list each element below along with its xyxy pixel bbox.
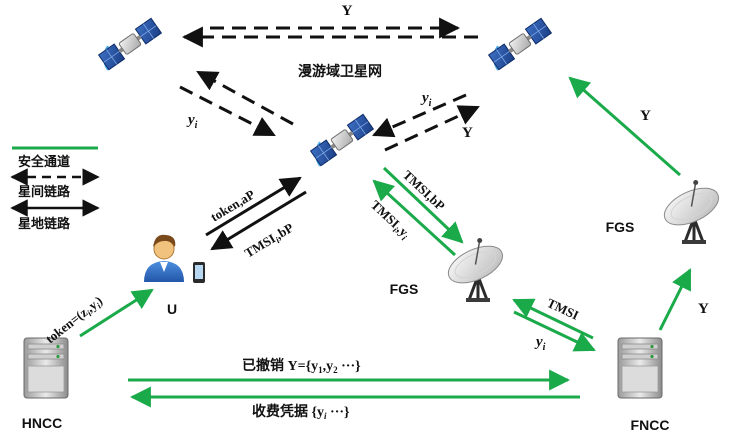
legend-secure-label: 安全通道 xyxy=(18,154,70,170)
label-y: y xyxy=(534,334,543,350)
label-tmsi-sub: i xyxy=(274,235,282,245)
satellite-center-icon xyxy=(309,113,375,167)
link-label-token: token=(zi,yi) xyxy=(43,293,107,348)
link-label-sat-left-down: yi xyxy=(186,112,198,131)
secure-channels xyxy=(79,76,692,408)
legend-satellite-ground-label: 星地链路 xyxy=(18,216,71,232)
link-label-sat-right-down-y: yi xyxy=(420,90,432,109)
node-label-fncc: FNCC xyxy=(631,417,670,433)
label-y-sub: i xyxy=(195,120,198,131)
label-revoked-cjk: 已撤销 xyxy=(242,357,284,374)
user-icon xyxy=(144,234,184,282)
link-label-sat-fgs-b: TMSIi,yi xyxy=(367,197,414,243)
label-y-sub: i xyxy=(429,98,432,109)
node-label-hncc: HNCC xyxy=(22,415,62,431)
inter-satellite-links xyxy=(179,17,480,152)
label-billing-pre: {y xyxy=(308,405,324,420)
node-label-fgs-center: FGS xyxy=(390,281,419,297)
network-title: 漫游域卫星网 xyxy=(298,63,382,80)
label-billing-post: ···} xyxy=(327,405,351,420)
label-billing-cjk: 收费凭据 xyxy=(252,403,308,420)
server-hncc-icon xyxy=(23,337,69,399)
label-y: y xyxy=(186,112,195,128)
label-token-sub2: i xyxy=(95,301,104,311)
label-revoked-mid: ,y xyxy=(323,359,334,374)
legend: 安全通道 星间链路 星地链路 xyxy=(10,146,100,232)
dish-right-icon xyxy=(654,172,726,246)
link-label-billing: 收费凭据 {yi ···} xyxy=(252,403,350,421)
label-y-sub: i xyxy=(543,342,546,353)
link-label-sat-right-down-Y: Y xyxy=(462,125,473,141)
link-label-fgs-right-to-fncc: Y xyxy=(698,301,709,317)
node-label-user: U xyxy=(167,301,177,317)
link-label-fgs-fncc-y: yi xyxy=(534,334,546,353)
label-y: y xyxy=(420,90,429,106)
label-token-sub: i xyxy=(85,308,94,318)
satellite-left-icon xyxy=(97,17,163,71)
link-label-revoked: 已撤销 Y={y1,y2 ···} xyxy=(242,357,361,375)
link-label-sat-left-right: Y xyxy=(342,3,353,19)
label-billing-sub: i xyxy=(324,411,327,421)
label-revoked-sub2: 2 xyxy=(333,365,338,375)
server-fncc-icon xyxy=(617,337,663,399)
label-revoked-pre: Y={y xyxy=(284,359,318,374)
label-revoked-sub1: 1 xyxy=(318,365,323,375)
label-y-sub: i xyxy=(400,233,409,242)
satellite-ground-links xyxy=(205,176,307,251)
legend-inter-satellite-label: 星间链路 xyxy=(18,184,71,200)
dish-center-icon xyxy=(438,230,510,304)
label-tmsi-sub: i xyxy=(391,225,400,234)
label-tmsi: TMSI xyxy=(242,231,278,261)
label-revoked-post: ···} xyxy=(338,359,362,374)
node-label-fgs-right: FGS xyxy=(606,219,635,235)
link-label-fncc-to-right-sat: Y xyxy=(640,108,651,124)
phone-icon xyxy=(193,262,205,283)
satellite-right-icon xyxy=(487,17,553,71)
